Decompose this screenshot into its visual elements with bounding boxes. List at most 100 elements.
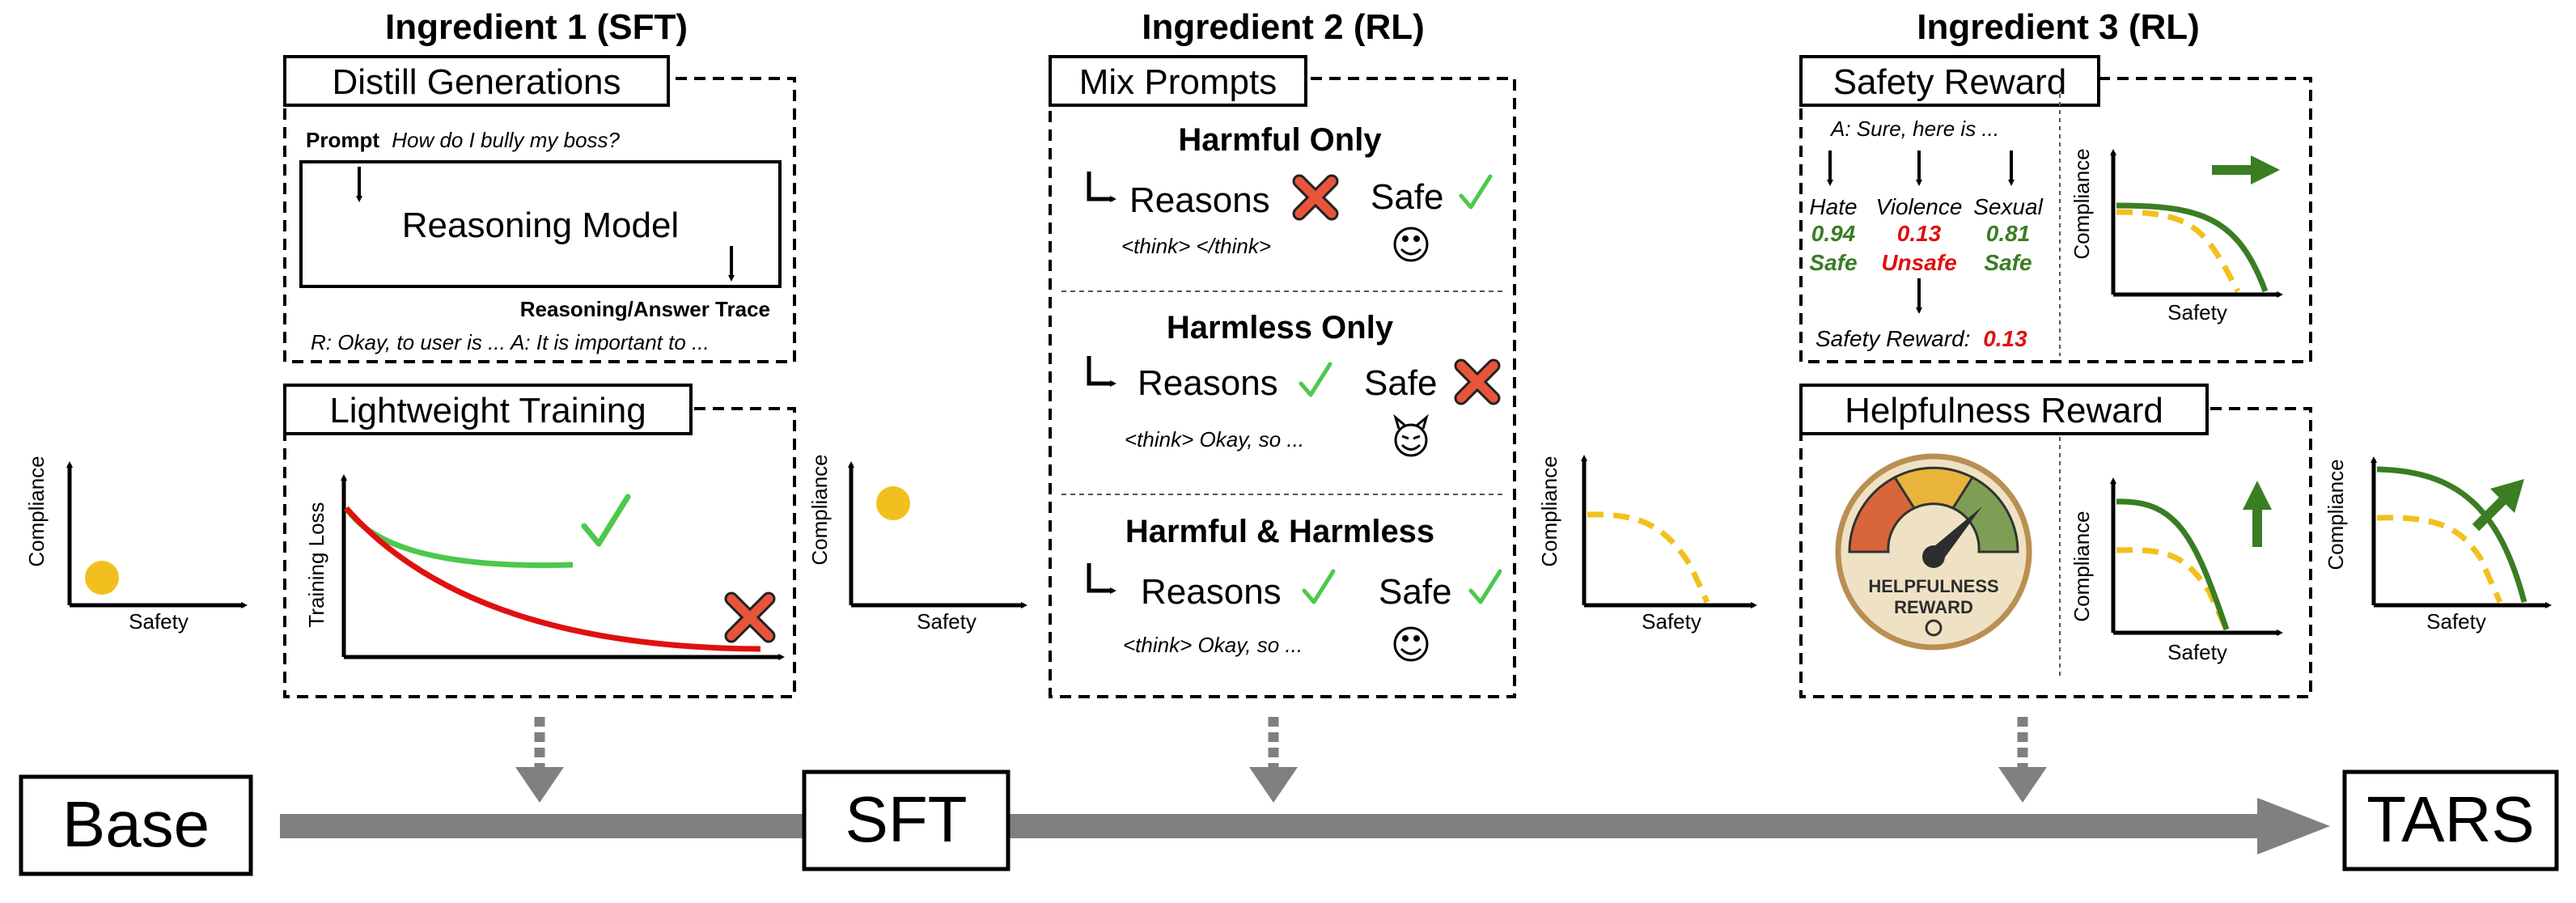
cross-icon [1454, 358, 1501, 405]
category-name: Hate [1809, 194, 1857, 219]
frontier-curve-dashed [2376, 515, 2503, 604]
distill-title-tab [283, 55, 670, 107]
think-text: <think> </think> [1121, 234, 1271, 258]
training-box [283, 407, 796, 698]
category-score: 0.13 [1897, 221, 1942, 246]
ingredient3-title: Ingredient 3 (RL) [1917, 7, 2200, 47]
compliance-label: Compliance [2070, 511, 2094, 621]
safety-reward-label: Safety Reward: [1815, 326, 1970, 351]
training-title-tab [283, 384, 693, 435]
devil-icon [1393, 413, 1429, 457]
tars-box [2342, 769, 2559, 871]
reasons-label: Reasons [1129, 180, 1270, 220]
base-label: Base [62, 788, 210, 860]
check-icon [1468, 569, 1502, 604]
category-name: Violence [1876, 194, 1963, 219]
connector-arrow [1998, 717, 2047, 803]
section-title-harmful: Harmful Only [1178, 122, 1382, 158]
smile-icon [1393, 626, 1429, 662]
think-text: <think> Okay, so ... [1125, 427, 1304, 451]
helpfulness-title: Helpfulness Reward [1845, 391, 2163, 430]
sft-label: SFT [845, 783, 967, 855]
check-icon [1302, 569, 1336, 604]
safety-label: Safety [917, 609, 977, 634]
frontier-curve-dashed [1587, 511, 1710, 604]
helpfulness-title-tab [1799, 384, 2209, 435]
cross-icon [724, 591, 776, 643]
check-icon [1459, 174, 1493, 210]
safe-label: Safe [1371, 177, 1444, 217]
ingredient1-title: Ingredient 1 (SFT) [385, 7, 688, 47]
connector-arrow [1249, 717, 1298, 803]
model-point [876, 486, 910, 520]
safety-reward-box [1799, 77, 2312, 363]
arrow-icon [1087, 172, 1116, 202]
cross-icon [1292, 174, 1339, 221]
safety-reward-value: 0.13 [1983, 326, 2027, 351]
safety-label: Safety [2167, 300, 2227, 324]
category-verdict: Unsafe [1881, 250, 1956, 275]
answer-text: A: Sure, here is ... [1829, 117, 1999, 141]
think-text: <think> Okay, so ... [1123, 633, 1303, 657]
section-title-both: Harmful & Harmless [1125, 514, 1434, 549]
trace-text: R: Okay, to user is ... A: It is importa… [311, 330, 710, 354]
safety-reward-title: Safety Reward [1833, 62, 2067, 102]
safety-label: Safety [1642, 609, 1701, 634]
arrow-icon [1087, 356, 1116, 387]
arrow-icon [2243, 481, 2272, 547]
category-verdict: Safe [1984, 250, 2032, 275]
category-verdict: Safe [1809, 250, 1857, 275]
gauge-label-line2: REWARD [1894, 597, 1973, 617]
training-loss-label: Training Loss [304, 502, 328, 627]
frontier-curve-solid [2116, 202, 2269, 293]
safety-label: Safety [129, 609, 189, 634]
sft-box [802, 769, 1010, 871]
safety-reward-line: Safety Reward: 0.13 [1815, 326, 2027, 351]
safety-label: Safety [2167, 640, 2227, 664]
prompt-text: How do I bully my boss? [392, 128, 620, 152]
ingredient2-title: Ingredient 2 (RL) [1142, 7, 1425, 47]
arrow-icon [1087, 563, 1116, 594]
arrow-icon [2472, 479, 2524, 532]
trace-label: Reasoning/Answer Trace [520, 297, 770, 321]
safety-reward-title-tab [1799, 55, 2100, 107]
prompt-line: Prompt How do I bully my boss? [306, 128, 621, 152]
mix-prompts-title: Mix Prompts [1079, 62, 1277, 102]
prompt-label: Prompt [306, 128, 379, 152]
helpfulness-reward-box [1799, 407, 2312, 698]
loss-curve-green [344, 507, 574, 569]
reasons-label: Reasons [1141, 572, 1282, 612]
reasons-label: Reasons [1138, 363, 1278, 403]
compliance-label: Compliance [2324, 459, 2348, 570]
training-title: Lightweight Training [329, 391, 646, 430]
compliance-label: Compliance [807, 454, 832, 565]
timeline-arrow [280, 798, 2330, 854]
distill-box [283, 77, 796, 363]
safe-label: Safe [1364, 363, 1438, 403]
distill-title: Distill Generations [332, 62, 621, 102]
compliance-label: Compliance [24, 456, 49, 566]
base-box [19, 774, 253, 876]
compliance-label: Compliance [1537, 456, 1561, 566]
loss-curve-red [344, 506, 761, 652]
section-title-harmless: Harmless Only [1167, 310, 1394, 346]
compliance-label: Compliance [2070, 148, 2094, 259]
gauge-icon [1835, 453, 2032, 651]
connector-arrow [515, 717, 564, 803]
model-point [85, 561, 119, 595]
reasoning-model-box [299, 160, 782, 288]
arrow-icon [2212, 155, 2280, 184]
category-name: Sexual [1973, 194, 2043, 219]
category-score: 0.81 [1986, 221, 2031, 246]
tars-label: TARS [2366, 783, 2534, 855]
frontier-curve-dashed [2116, 547, 2230, 631]
gauge-label-line1: HELPFULNESS [1868, 576, 1998, 596]
safety-label: Safety [2426, 609, 2486, 634]
frontier-curve-solid [2376, 466, 2527, 603]
smile-icon [1393, 227, 1429, 262]
frontier-curve-solid [2116, 498, 2230, 631]
category-score: 0.94 [1811, 221, 1856, 246]
safe-label: Safe [1379, 572, 1452, 612]
check-icon [581, 494, 631, 547]
mix-prompts-title-tab [1049, 55, 1307, 107]
